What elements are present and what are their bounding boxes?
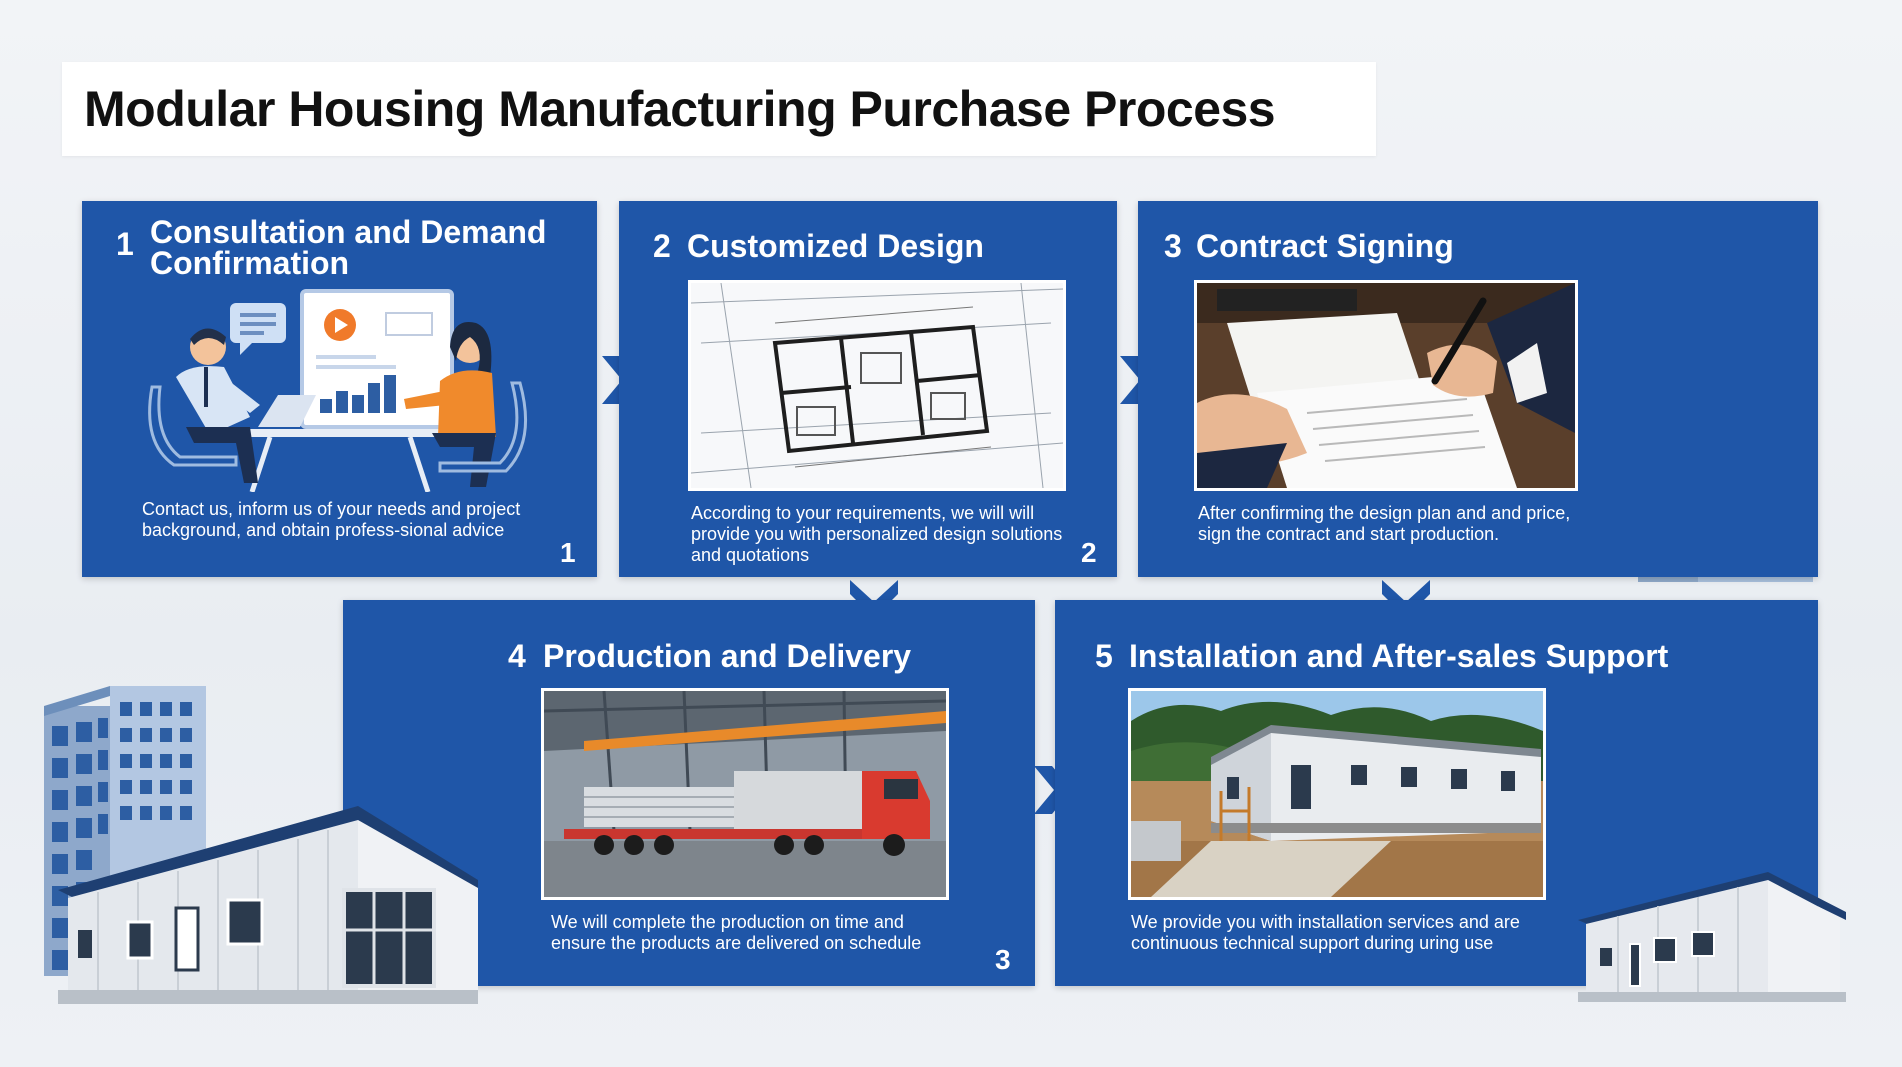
step-2-heading: Customized Design	[687, 228, 984, 264]
step-3-number: 3	[1164, 228, 1182, 264]
modular-house-icon	[58, 806, 478, 1004]
step-2-panel: 2 Customized Design Accor	[619, 201, 1117, 577]
modular-house-icon	[1578, 872, 1846, 1002]
step-5-panel: 5 Installation and After-sales Support	[1055, 600, 1818, 986]
step-2-description: According to your requirements, we will …	[691, 503, 1063, 565]
step-3-panel: 3 Contract Signing After confirming the …	[1138, 201, 1818, 577]
step-5-description: We provide you with installation service…	[1131, 912, 1520, 953]
page-title: Modular Housing Manufacturing Purchase P…	[84, 81, 1276, 137]
step-1-corner-number: 1	[560, 537, 576, 568]
title-banner: Modular Housing Manufacturing Purchase P…	[62, 62, 1376, 156]
step-3-description: After confirming the design plan and and…	[1198, 503, 1571, 544]
step-4-corner-number: 3	[995, 944, 1011, 975]
step-1-number: 1	[116, 226, 134, 262]
contract-signing-photo	[1194, 280, 1578, 491]
step-2-number: 2	[653, 228, 671, 264]
step-1-description: Contact us, inform us of your needs and …	[142, 499, 521, 540]
step-4-number: 4	[508, 638, 526, 674]
step-1-heading: Consultation and Demand Confirmation	[150, 214, 547, 281]
step-4-heading: Production and Delivery	[543, 638, 912, 674]
floor-plan-blueprint	[688, 280, 1066, 491]
step-2-corner-number: 2	[1081, 537, 1097, 568]
step-5-number: 5	[1095, 638, 1113, 674]
step-1-panel: 1 Consultation and Demand Confirmation	[82, 201, 597, 577]
step-3-heading: Contract Signing	[1196, 228, 1454, 264]
step-5-heading: Installation and After-sales Support	[1129, 638, 1669, 674]
step-4-description: We will complete the production on time …	[551, 912, 922, 953]
consultation-illustration	[148, 289, 527, 492]
factory-truck-photo	[541, 688, 949, 900]
modular-house-site-photo	[1128, 688, 1546, 900]
